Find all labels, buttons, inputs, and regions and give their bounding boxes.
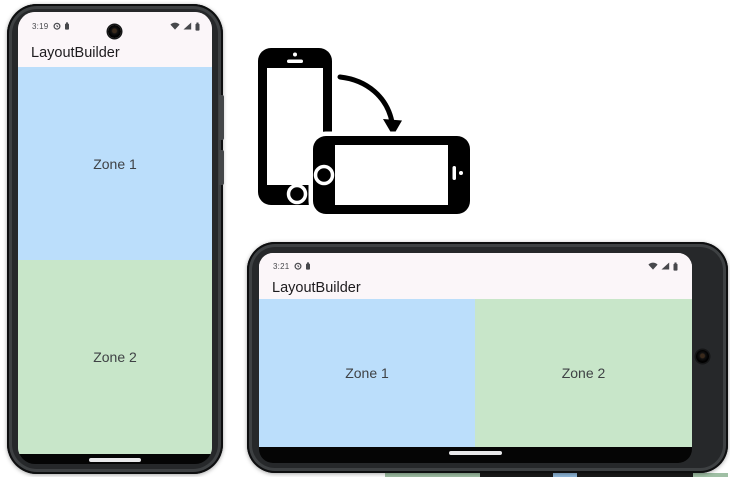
gesture-navigation-pill[interactable] xyxy=(89,458,141,462)
landscape-status-right xyxy=(648,262,678,271)
landscape-zones-row: Zone 1 Zone 2 xyxy=(259,299,692,447)
gesture-navigation-pill[interactable] xyxy=(449,451,502,455)
landscape-status-left: 3:21 xyxy=(273,262,311,271)
wifi-icon xyxy=(648,262,658,270)
edge-fragment xyxy=(480,473,553,477)
illustration-landscape-phone-icon xyxy=(308,131,473,216)
portrait-status-left: 3:19 xyxy=(32,22,70,31)
landscape-app-bar: LayoutBuilder xyxy=(259,276,692,299)
portrait-app-surface: 3:19 xyxy=(18,12,212,454)
volume-button xyxy=(219,150,224,185)
wifi-icon xyxy=(170,22,180,30)
edge-fragment xyxy=(693,473,728,477)
status-time: 3:21 xyxy=(273,261,290,271)
zone-2-label: Zone 2 xyxy=(561,365,606,381)
edge-fragment xyxy=(553,473,577,477)
portrait-zone-1: Zone 1 xyxy=(18,67,212,260)
zone-1-label: Zone 1 xyxy=(93,155,137,172)
landscape-phone-screen: 3:21 xyxy=(259,253,692,463)
cell-signal-icon xyxy=(183,22,192,30)
battery-icon xyxy=(195,22,200,31)
rotation-arrow-icon xyxy=(337,74,402,136)
alarm-clock-icon xyxy=(294,262,302,270)
edge-fragment xyxy=(577,473,693,477)
battery-saver-icon xyxy=(65,22,70,30)
portrait-app-bar: LayoutBuilder xyxy=(18,38,212,67)
landscape-zone-1: Zone 1 xyxy=(259,299,475,447)
landscape-phone-device: 3:21 xyxy=(247,242,728,473)
app-title: LayoutBuilder xyxy=(272,279,361,296)
landscape-app-surface: 3:21 xyxy=(259,253,692,447)
app-title: LayoutBuilder xyxy=(31,44,120,61)
landscape-status-bar: 3:21 xyxy=(259,253,692,276)
portrait-zone-2: Zone 2 xyxy=(18,260,212,454)
status-time: 3:19 xyxy=(32,21,49,31)
portrait-phone-device: 3:19 xyxy=(7,4,224,474)
rotate-phone-illustration xyxy=(258,48,473,216)
front-camera-icon xyxy=(696,350,709,363)
landscape-zone-2: Zone 2 xyxy=(475,299,692,447)
zone-1-label: Zone 1 xyxy=(345,365,389,381)
alarm-clock-icon xyxy=(53,22,61,30)
zone-2-label: Zone 2 xyxy=(93,349,137,365)
battery-icon xyxy=(673,262,678,271)
power-button xyxy=(219,95,224,140)
portrait-status-right xyxy=(170,22,200,31)
edge-fragment xyxy=(385,473,480,477)
cell-signal-icon xyxy=(661,262,670,270)
portrait-phone-screen: 3:19 xyxy=(18,12,212,464)
battery-saver-icon xyxy=(306,262,311,270)
front-camera-icon xyxy=(108,25,121,38)
